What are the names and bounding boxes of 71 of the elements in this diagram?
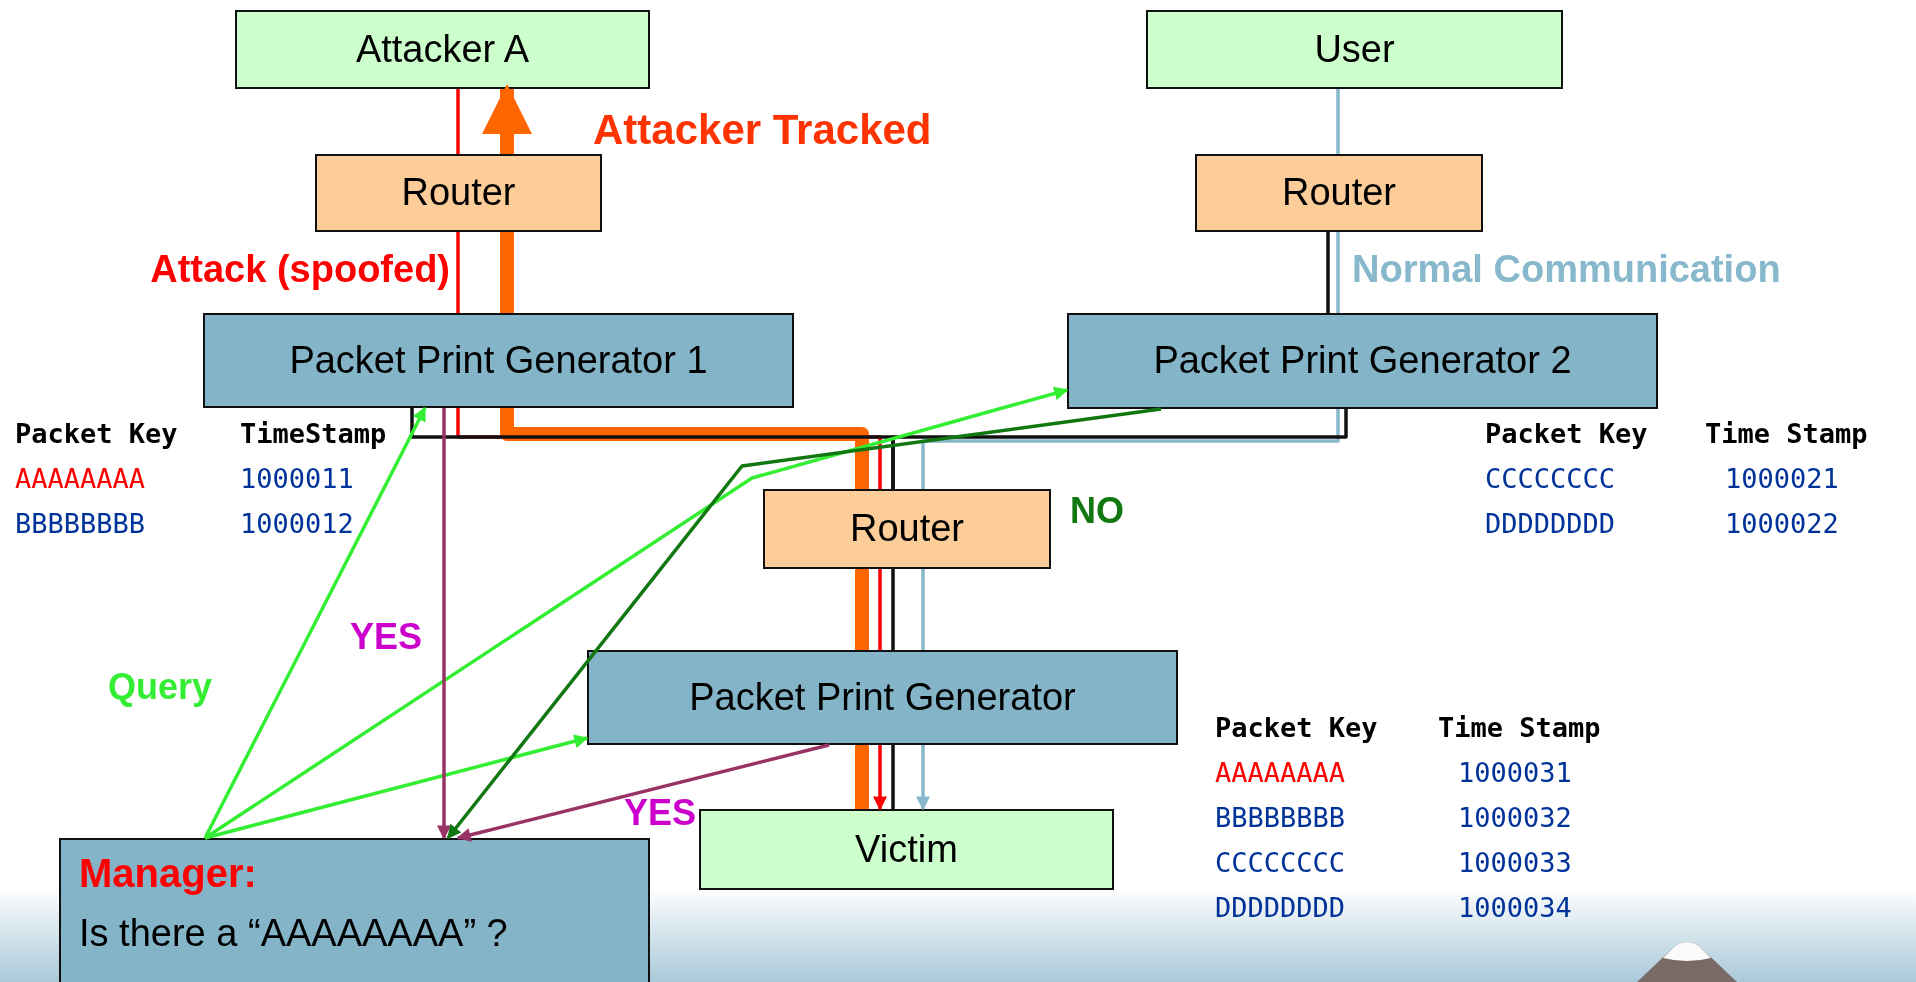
arrow xyxy=(456,743,830,842)
link-line xyxy=(1336,232,1340,313)
table-value: 1000021 xyxy=(1725,465,1839,492)
table-value: 1000034 xyxy=(1458,894,1572,921)
arrow xyxy=(204,734,589,840)
link-line xyxy=(1336,89,1340,154)
table-value: DDDDDDDD xyxy=(1215,894,1346,921)
edge-label: Attacker Tracked xyxy=(593,106,932,154)
edge-label: Query xyxy=(108,666,213,708)
node-label: Packet Print Generator 2 xyxy=(1153,339,1572,383)
link-line xyxy=(855,745,869,809)
generator-box xyxy=(203,313,794,408)
column-header: Packet Key xyxy=(15,420,178,447)
generator-box xyxy=(587,650,1178,745)
node-label: Packet Print Generator xyxy=(689,675,1076,720)
link-line xyxy=(921,569,925,650)
table-value: 1000031 xyxy=(1458,759,1572,786)
arrow xyxy=(203,406,427,839)
node-heading: Manager: xyxy=(79,850,257,896)
column-header: TimeStamp xyxy=(240,420,387,447)
node-label: Router xyxy=(1281,171,1397,215)
edge-label: Normal Communication xyxy=(1352,248,1781,291)
table-value: 1000022 xyxy=(1725,510,1839,537)
router-box xyxy=(763,489,1051,569)
table-value: AAAAAAAA xyxy=(15,465,146,492)
arrow xyxy=(873,745,887,811)
node-label: Is there a “AAAAAAAA” ? xyxy=(79,912,508,956)
edge-label: YES xyxy=(350,616,423,658)
table-value: DDDDDDDD xyxy=(1485,510,1616,537)
generator-box xyxy=(59,838,650,982)
node-label: Router xyxy=(401,171,516,215)
host-box xyxy=(235,10,650,89)
table-value: 1000033 xyxy=(1458,849,1572,876)
arrow xyxy=(916,745,930,811)
node-label: User xyxy=(1314,27,1395,72)
link-line xyxy=(855,569,869,650)
column-header: Packet Key xyxy=(1215,714,1378,741)
table-value: 1000012 xyxy=(240,510,354,537)
link-line xyxy=(891,569,895,650)
table-value: 1000011 xyxy=(240,465,354,492)
edge-label: Attack (spoofed) xyxy=(150,248,450,291)
table-value: AAAAAAAA xyxy=(1215,759,1346,786)
link-line xyxy=(878,569,882,650)
link-line xyxy=(1326,232,1330,313)
link-line xyxy=(456,89,460,154)
arrow xyxy=(482,84,532,154)
node-label: Victim xyxy=(855,827,958,872)
table-value: BBBBBBBB xyxy=(15,510,146,537)
column-header: Packet Key xyxy=(1485,420,1648,447)
host-box xyxy=(1146,10,1563,89)
link-line xyxy=(500,232,514,313)
table-value: 1000032 xyxy=(1458,804,1572,831)
router-box xyxy=(1195,154,1483,232)
column-header: Time Stamp xyxy=(1705,420,1868,447)
table-value: BBBBBBBB xyxy=(1215,804,1346,831)
router-box xyxy=(315,154,602,232)
table-value: CCCCCCCC xyxy=(1215,849,1346,876)
host-box xyxy=(699,809,1114,890)
column-header: Time Stamp xyxy=(1438,714,1601,741)
link-line xyxy=(456,232,460,313)
generator-box xyxy=(1067,313,1658,409)
link-line xyxy=(891,745,895,809)
arrow xyxy=(204,386,1069,840)
table-value: CCCCCCCC xyxy=(1485,465,1616,492)
edge-label: NO xyxy=(1070,490,1124,532)
arrow xyxy=(437,408,451,840)
edge-label: YES xyxy=(624,792,697,834)
arrow xyxy=(446,407,1162,840)
node-label: Packet Print Generator 1 xyxy=(289,338,708,383)
node-label: Attacker A xyxy=(355,27,530,72)
node-label: Router xyxy=(849,507,965,551)
